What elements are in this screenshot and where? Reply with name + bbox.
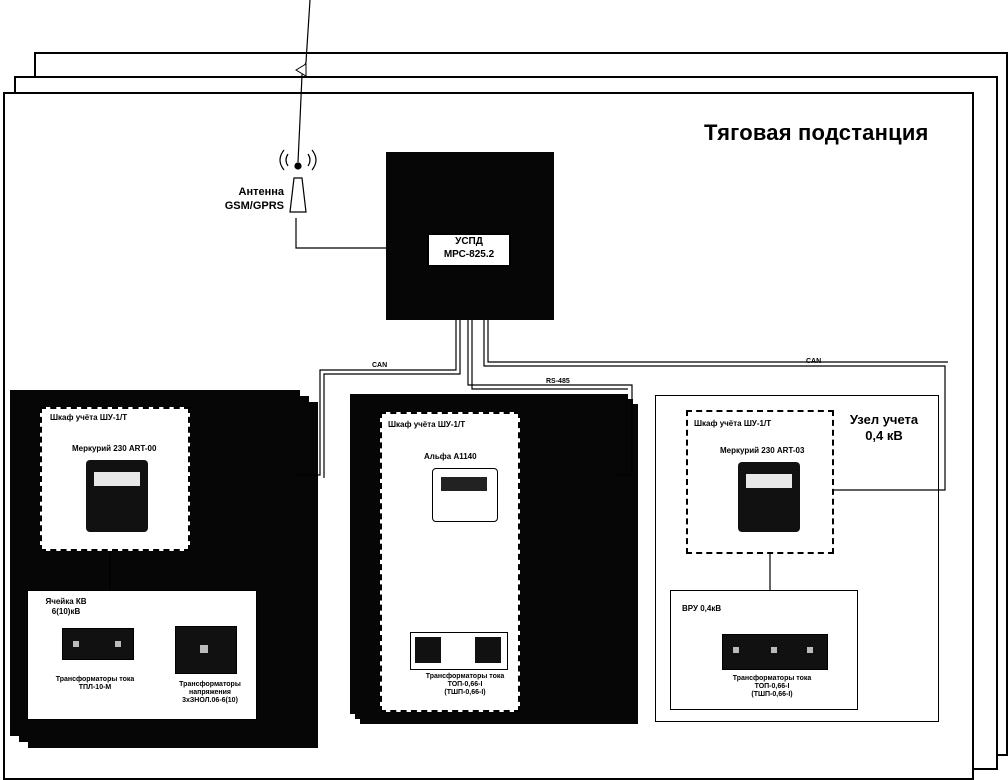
right-meter-icon xyxy=(738,462,800,532)
rs485-label: RS-485 xyxy=(546,378,570,385)
can-right-label: CAN xyxy=(806,358,822,365)
antenna-label: Антенна GSM/GPRS xyxy=(196,185,284,213)
left-vt-label-line2: напряжения xyxy=(189,689,231,696)
mid-ct-label-line2: ТОП-0,66-I xyxy=(447,681,483,688)
mid-ct-icon xyxy=(410,632,508,670)
right-ct-label-line3: (ТШП-0,66-I) xyxy=(751,691,793,698)
right-vru-label: ВРУ 0,4кВ xyxy=(682,604,722,613)
right-node-title-line2: 0,4 кВ xyxy=(865,428,903,443)
rs485-line xyxy=(467,320,633,476)
page-title: Тяговая подстанция xyxy=(704,120,929,145)
right-ct-label-line2: ТОП-0,66-I xyxy=(754,683,790,690)
left-ct-label-line2: ТПЛ-10-М xyxy=(78,684,112,691)
left-vt-icon xyxy=(175,626,237,674)
can-left-line xyxy=(295,320,457,476)
right-node-title-line1: Узел учета xyxy=(849,412,919,427)
left-vt-label-line3: 3хЗНОЛ.06-6(10) xyxy=(182,697,238,704)
left-ct-icon xyxy=(62,628,134,660)
left-meter-label: Меркурий 230 ART-00 xyxy=(72,444,157,453)
uspd-label-box: УСПД МРС-825.2 xyxy=(427,233,511,267)
can-left-label: CAN xyxy=(372,362,388,369)
mid-ct-label-line1: Трансформаторы тока xyxy=(425,673,505,680)
mid-ct-label-line3: (ТШП-0,66-I) xyxy=(444,689,486,696)
left-ct-label-line1: Трансформаторы тока xyxy=(55,676,135,683)
uspd-name: УСПД xyxy=(455,236,483,247)
mid-meter-icon xyxy=(432,468,498,522)
right-node-title: Узел учета 0,4 кВ xyxy=(838,412,930,444)
right-cabinet-label: Шкаф учёта ШУ-1/Т xyxy=(694,419,772,428)
left-cell-label: Ячейка КВ 6(10)кВ xyxy=(45,597,87,616)
left-meter-icon xyxy=(86,460,148,532)
antenna-feed-line xyxy=(297,0,311,163)
mid-ct-label: Трансформаторы тока ТОП-0,66-I (ТШП-0,66… xyxy=(410,673,520,697)
right-meter-label: Меркурий 230 ART-03 xyxy=(720,446,805,455)
antenna-to-uspd-line xyxy=(295,218,386,249)
left-cabinet-label: Шкаф учёта ШУ-1/Т xyxy=(50,413,128,422)
left-ct-label: Трансформаторы тока ТПЛ-10-М xyxy=(40,676,150,692)
uspd-model: МРС-825.2 xyxy=(443,249,495,260)
right-ct-label-line1: Трансформаторы тока xyxy=(732,675,812,682)
right-ct-label: Трансформаторы тока ТОП-0,66-I (ТШП-0,66… xyxy=(716,675,828,699)
antenna-label-line2: GSM/GPRS xyxy=(224,200,284,212)
left-vt-label: Трансформаторы напряжения 3хЗНОЛ.06-6(10… xyxy=(160,681,260,705)
antenna-label-line1: Антенна xyxy=(238,186,285,198)
mid-meter-label: Альфа А1140 xyxy=(424,452,477,461)
mid-cabinet-label: Шкаф учёта ШУ-1/Т xyxy=(388,420,466,429)
antenna-icon xyxy=(279,149,317,213)
can-right-line xyxy=(483,320,946,491)
left-vt-label-line1: Трансформаторы xyxy=(179,681,241,688)
right-ct-icon xyxy=(722,634,828,670)
